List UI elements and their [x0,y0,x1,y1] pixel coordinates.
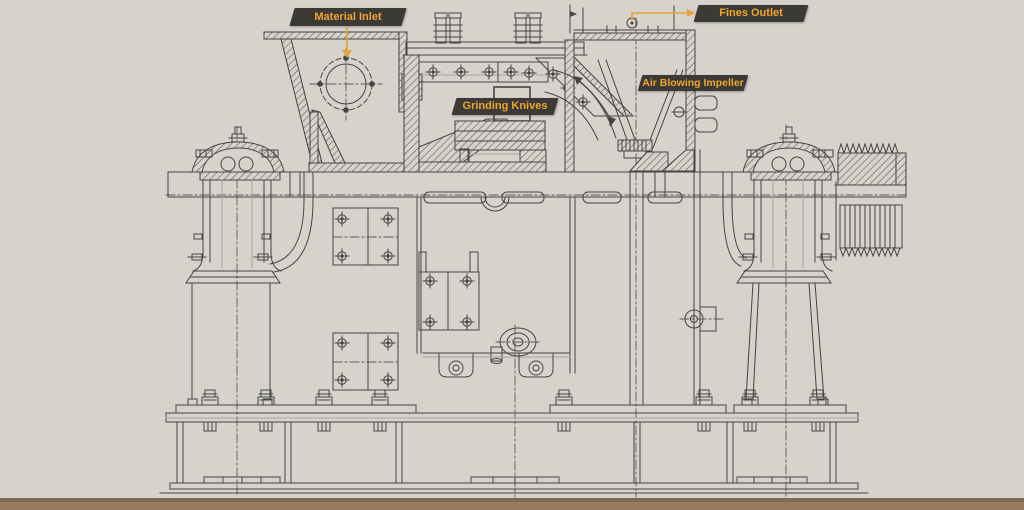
label-air-blowing-impeller: Air Blowing Impeller [637,75,749,91]
annotation-leaders [342,9,695,58]
label-fines-outlet: Fines Outlet [693,5,809,22]
material-inlet-arrow [342,27,352,58]
label-text: Material Inlet [314,11,382,23]
label-grinding-knives: Grinding Knives [451,98,559,115]
label-text: Air Blowing Impeller [642,77,744,89]
label-material-inlet: Material Inlet [289,8,407,26]
floor-line [0,498,1024,502]
label-text: Grinding Knives [462,100,548,112]
fines-outlet-arrow [631,9,695,21]
label-text: Fines Outlet [719,7,783,19]
floor-strip [0,502,1024,510]
